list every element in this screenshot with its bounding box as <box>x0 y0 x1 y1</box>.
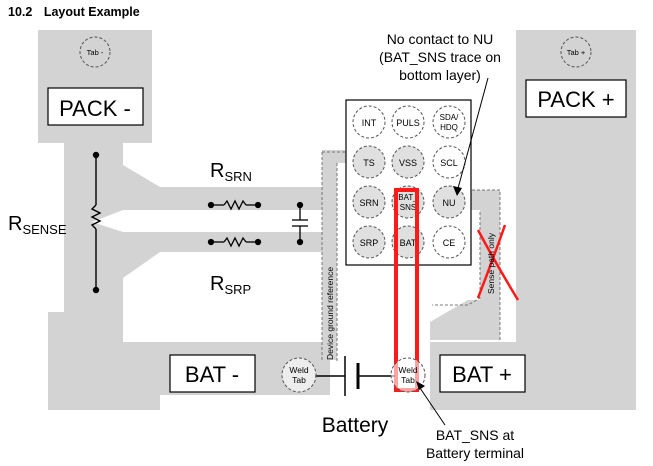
ic-pin-circle <box>352 145 386 179</box>
tab-plus-label: Tab + <box>567 48 586 57</box>
ic-pin-circle <box>432 225 466 259</box>
device-ground-reference-label: Device ground reference <box>325 267 335 360</box>
ic-pin-label: SCL <box>440 158 458 168</box>
pack-minus-label: PACK - <box>59 96 131 121</box>
battery-label: Battery <box>322 414 389 437</box>
svg-text:Battery terminal: Battery terminal <box>426 445 524 461</box>
rsrp-label: RSRP <box>210 273 251 297</box>
svg-text:BAT_SNS at: BAT_SNS at <box>436 427 514 443</box>
ic-pin-label: SRN <box>359 198 378 208</box>
ic-pin-circle <box>352 185 386 219</box>
ic-pin-circle <box>432 105 466 139</box>
svg-text:Weld: Weld <box>289 365 308 375</box>
section-number: 10.2 <box>8 5 32 19</box>
filter-capacitor <box>292 201 308 246</box>
tab-minus-label: Tab - <box>87 48 104 57</box>
svg-text:Tab: Tab <box>401 375 415 385</box>
weld-tab-right: Weld Tab <box>390 357 426 393</box>
rsrp-resistor <box>207 236 262 248</box>
bat-sns-terminal-annotation: BAT_SNS at Battery terminal <box>416 381 524 461</box>
sense-path-only-label: Sense path only <box>486 232 496 294</box>
no-contact-annotation: No contact to NU (BAT_SNS trace on botto… <box>379 31 501 196</box>
svg-text:No contact to NU: No contact to NU <box>387 31 494 47</box>
ic-pin-label: BAT <box>400 238 417 248</box>
section-title: Layout Example <box>44 5 140 19</box>
svg-text:Tab: Tab <box>292 375 306 385</box>
ic-pin-label: NU <box>443 198 456 208</box>
rsrn-resistor <box>207 199 262 211</box>
svg-text:10.2 Layout Example: 10.2 Layout Example <box>8 5 140 19</box>
ic-pin-circle <box>352 105 386 139</box>
ic-pin-label: BAT_ <box>398 193 418 202</box>
ic-pin-circle <box>391 145 425 179</box>
bat-plus-label: BAT + <box>452 362 512 387</box>
ic-pin-label: VSS <box>399 158 417 168</box>
bat-minus-label: BAT - <box>185 362 239 387</box>
ic-pin-circle <box>391 105 425 139</box>
ic-pin-grid: INT PULS SDA/HDQ TS VSS SCL SRN BAT_SNS NU SRP BAT… <box>352 105 466 259</box>
ic-pin-label: INT <box>362 118 377 128</box>
svg-text:(BAT_SNS trace on: (BAT_SNS trace on <box>379 49 501 65</box>
ic-pin-label: SNS <box>400 203 416 212</box>
tab-plus: Tab + <box>560 36 592 68</box>
pack-plus-label: PACK + <box>537 87 614 112</box>
svg-text:bottom layer): bottom layer) <box>399 67 481 83</box>
battery-symbol <box>315 356 395 396</box>
rsense-label: RSENSE <box>8 213 67 237</box>
ic-pin-label: SDA/ <box>440 113 459 122</box>
rsrn-label: RSRN <box>210 160 252 184</box>
ic-pin-label: TS <box>363 158 375 168</box>
tab-minus: Tab - <box>79 36 111 68</box>
rsense-resistor <box>90 151 102 294</box>
ic-pin-label: HDQ <box>440 123 458 132</box>
weld-tab-left: Weld Tab <box>281 357 317 393</box>
ic-pin-label: CE <box>443 238 456 248</box>
ic-pin-label: SRP <box>360 238 379 248</box>
svg-text:Weld: Weld <box>398 365 417 375</box>
ic-pin-circle <box>352 225 386 259</box>
ic-pin-label: PULS <box>396 118 420 128</box>
sense-path-cross <box>476 224 520 301</box>
